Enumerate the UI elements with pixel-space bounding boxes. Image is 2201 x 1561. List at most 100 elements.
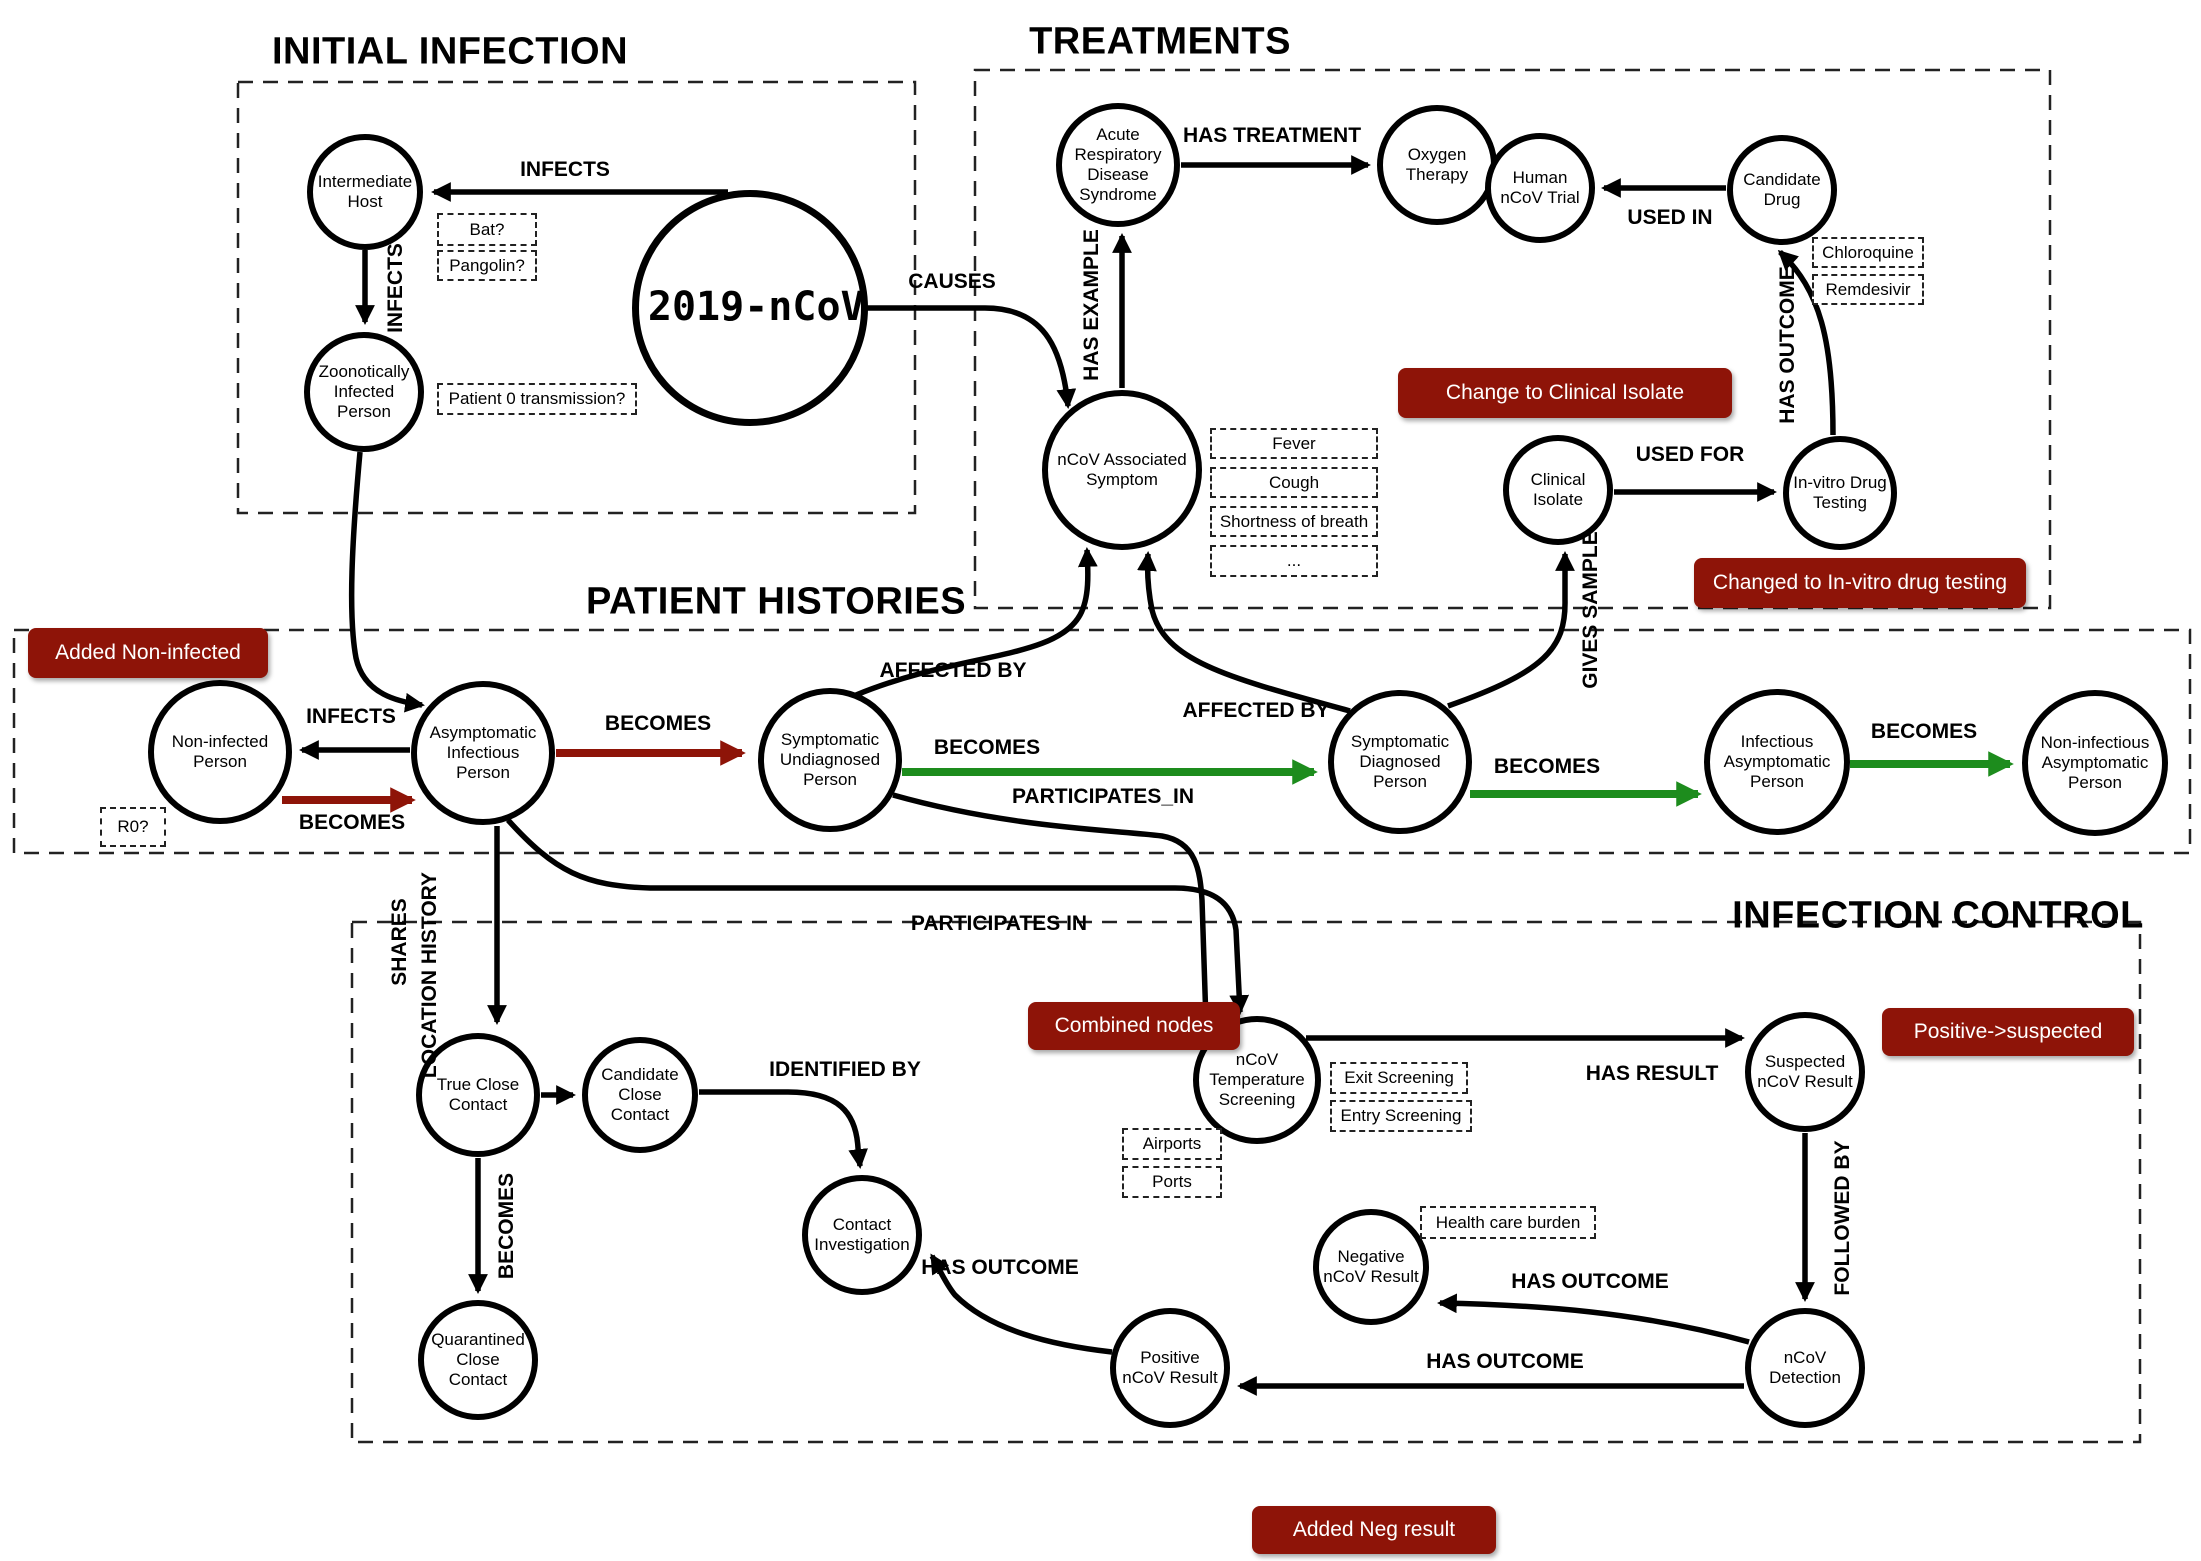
node-symptomatic-diagnosed-person: Symptomatic Diagnosed Person — [1328, 690, 1472, 834]
node-intermediate-host: Intermediate Host — [307, 134, 423, 250]
edge-label-infects-ncov-host: INFECTS — [520, 158, 610, 181]
annotation-r0: R0? — [100, 807, 166, 847]
node-ncov-associated-symptom-label: nCoV Associated Symptom — [1057, 449, 1187, 489]
node-ncov-temperature-screening-label: nCoV Temperature Screening — [1209, 1049, 1305, 1110]
node-candidate-drug-label: Candidate Drug — [1743, 169, 1821, 209]
node-true-close-contact: True Close Contact — [416, 1033, 540, 1157]
node-infectious-asymptomatic-person: Infectious Asymptomatic Person — [1704, 689, 1850, 835]
badge-combined-nodes: Combined nodes — [1028, 1002, 1240, 1050]
edge-label-becomes-undiagnosed-diagnosed: BECOMES — [933, 736, 1041, 759]
node-2019-ncov-label: 2019-nCoV — [647, 284, 865, 331]
initial-infection-frame — [236, 80, 917, 515]
badge-change-to-clinical-isolate: Change to Clinical Isolate — [1398, 368, 1732, 418]
section-title-treatments: TREATMENTS — [1029, 20, 1291, 63]
edge-label-has-outcome-positive: HAS OUTCOME — [1426, 1350, 1584, 1373]
edge-label-becomes-infasym-noninfasym: BECOMES — [1870, 720, 1978, 743]
edge-label-affected-by-undiagnosed: AFFECTED BY — [879, 659, 1027, 682]
annotation-pangolin: Pangolin? — [437, 250, 537, 281]
edge-label-causes: CAUSES — [908, 270, 996, 293]
node-candidate-close-contact: Candidate Close Contact — [582, 1037, 698, 1153]
node-infectious-asymptomatic-person-label: Infectious Asymptomatic Person — [1723, 731, 1831, 792]
node-2019-ncov: 2019-nCoV — [632, 190, 868, 426]
node-clinical-isolate: Clinical Isolate — [1503, 435, 1613, 545]
edge-label-infects-host-zoonotic: INFECTS — [384, 243, 407, 333]
node-positive-ncov-result-label: Positive nCoV Result — [1122, 1347, 1218, 1387]
node-ncov-temperature-screening: nCoV Temperature Screening — [1193, 1016, 1321, 1144]
edge-label-participates-in-asym: PARTICIPATES IN — [910, 912, 1088, 935]
edge-label-used-for: USED FOR — [1635, 443, 1745, 466]
node-negative-ncov-result-label: Negative nCoV Result — [1323, 1246, 1419, 1286]
node-zoonotically-infected-person-label: Zoonotically Infected Person — [318, 361, 410, 422]
badge-positive-to-suspected: Positive->suspected — [1882, 1008, 2134, 1056]
annotation-bat: Bat? — [437, 213, 537, 246]
edge-ncov-causes-symptom — [866, 305, 1077, 409]
annotation-fever: Fever — [1210, 428, 1378, 459]
node-positive-ncov-result: Positive nCoV Result — [1110, 1308, 1230, 1428]
edge-label-has-outcome-contact: HAS OUTCOME — [921, 1256, 1079, 1279]
section-title-infection-control: INFECTION CONTROL — [1732, 894, 2144, 937]
edge-label-becomes-diagnosed-infasym: BECOMES — [1493, 755, 1601, 778]
annotation-shortness-of-breath: Shortness of breath — [1210, 506, 1378, 537]
annotation-more-symptoms: ... — [1210, 545, 1378, 577]
edge-label-participates-in-undiagnosed: PARTICIPATES_IN — [1011, 785, 1195, 808]
node-ncov-detection-label: nCoV Detection — [1769, 1347, 1841, 1387]
edge-asym-participates-screening — [505, 818, 1250, 1015]
edge-label-affected-by-diagnosed: AFFECTED BY — [1182, 699, 1330, 722]
node-oxygen-therapy-label: Oxygen Therapy — [1405, 144, 1469, 184]
edge-label-has-outcome-drug: HAS OUTCOME — [1776, 266, 1799, 424]
annotation-health-care-burden: Health care burden — [1420, 1206, 1596, 1239]
edge-diagnosed-affected-by-symptom — [1137, 551, 1351, 714]
node-candidate-close-contact-label: Candidate Close Contact — [601, 1064, 679, 1125]
badge-added-neg-result: Added Neg result — [1252, 1506, 1496, 1554]
node-acute-respiratory-disease-syndrome: Acute Respiratory Disease Syndrome — [1056, 103, 1180, 227]
node-non-infectious-asymptomatic-person: Non-infectious Asymptomatic Person — [2022, 690, 2168, 836]
treatments-frame — [973, 68, 2052, 610]
node-quarantined-close-contact: Quarantined Close Contact — [418, 1300, 538, 1420]
infection-control-frame — [350, 920, 2142, 1444]
annotation-cough: Cough — [1210, 467, 1378, 498]
node-clinical-isolate-label: Clinical Isolate — [1530, 469, 1586, 509]
edge-undiagnosed-affected-by-symptom — [854, 547, 1098, 698]
edge-label-has-outcome-negative: HAS OUTCOME — [1511, 1270, 1669, 1293]
annotation-exit-screening: Exit Screening — [1330, 1062, 1468, 1094]
edge-label-infects-asym-noninfected: INFECTS — [306, 705, 396, 728]
annotation-patient0: Patient 0 transmission? — [437, 383, 637, 415]
node-non-infected-person-label: Non-infected Person — [171, 731, 269, 771]
node-human-ncov-trial-label: Human nCoV Trial — [1500, 167, 1580, 207]
node-invitro-drug-testing-label: In-vitro Drug Testing — [1793, 472, 1887, 512]
edge-label-has-result: HAS RESULT — [1585, 1062, 1719, 1085]
node-ards-label: Acute Respiratory Disease Syndrome — [1074, 124, 1162, 205]
edge-detection-has-outcome-negative — [1437, 1293, 1750, 1345]
edge-label-used-in: USED IN — [1627, 206, 1713, 229]
edge-undiagnosed-participates-screening — [892, 792, 1216, 1025]
badge-added-non-infected: Added Non-infected — [28, 628, 268, 678]
edge-label-becomes-true-quarantined: BECOMES — [495, 1172, 518, 1280]
node-intermediate-host-label: Intermediate Host — [317, 171, 413, 211]
node-asymptomatic-infectious-person-label: Asymptomatic Infectious Person — [429, 722, 537, 783]
annotation-remdesivir: Remdesivir — [1812, 274, 1924, 305]
edge-diagnosed-gives-sample-isolate — [1447, 551, 1575, 709]
edge-label-location-history: LOCATION HISTORY — [418, 871, 441, 1079]
node-suspected-ncov-result-label: Suspected nCoV Result — [1757, 1051, 1853, 1091]
edge-label-gives-sample: GIVES SAMPLE — [1579, 531, 1602, 689]
node-ncov-detection: nCoV Detection — [1745, 1308, 1865, 1428]
node-symptomatic-diagnosed-person-label: Symptomatic Diagnosed Person — [1350, 731, 1450, 792]
edge-label-becomes-noninfected-asym: BECOMES — [298, 811, 406, 834]
node-contact-investigation: Contact Investigation — [802, 1175, 922, 1295]
edge-label-identified-by: IDENTIFIED BY — [769, 1058, 921, 1081]
section-title-initial-infection: INITIAL INFECTION — [271, 30, 629, 73]
badge-changed-to-invitro: Changed to In-vitro drug testing — [1694, 558, 2026, 608]
node-non-infected-person: Non-infected Person — [148, 680, 292, 824]
annotation-airports: Airports — [1122, 1128, 1222, 1160]
node-symptomatic-undiagnosed-person-label: Symptomatic Undiagnosed Person — [779, 729, 881, 790]
node-oxygen-therapy: Oxygen Therapy — [1377, 105, 1497, 225]
node-symptomatic-undiagnosed-person: Symptomatic Undiagnosed Person — [758, 688, 902, 832]
edge-positive-has-outcome-investigation — [929, 1253, 1113, 1355]
section-title-patient-histories: PATIENT HISTORIES — [585, 580, 967, 623]
node-ncov-associated-symptom: nCoV Associated Symptom — [1042, 390, 1202, 550]
edge-label-has-example: HAS EXAMPLE — [1080, 229, 1103, 381]
edge-invitro-has-outcome-candidate — [1777, 249, 1836, 436]
edge-label-followed-by: FOLLOWED BY — [1831, 1140, 1854, 1296]
